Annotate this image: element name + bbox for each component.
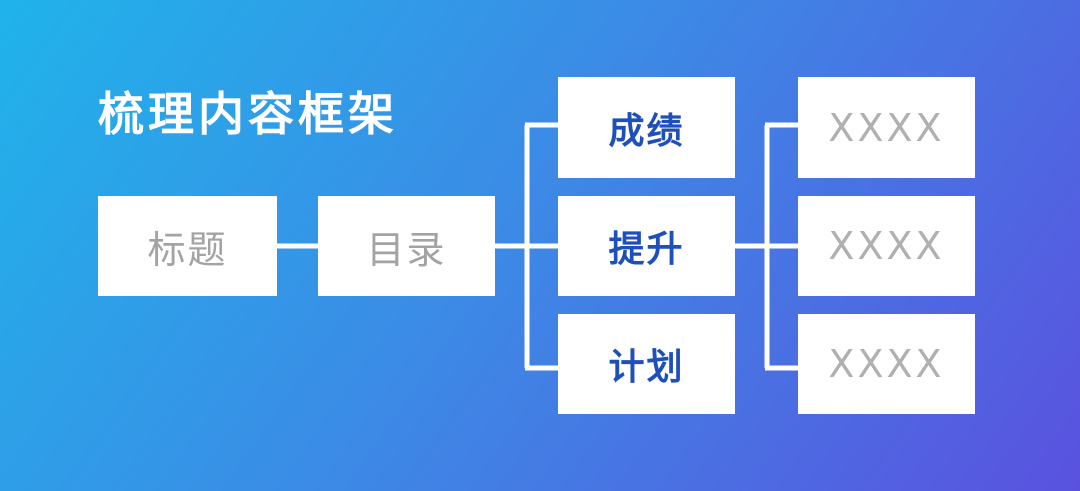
page-title: 梳理内容框架 [98,87,398,141]
node-root: 标题 [98,196,277,296]
node-toc: 目录 [318,196,495,296]
node-leaf-1: XXXX [798,77,975,178]
node-branch-3: 计划 [558,314,735,414]
node-leaf-2: XXXX [798,196,975,296]
node-branch-1: 成绩 [558,77,735,178]
node-branch-2: 提升 [558,196,735,296]
node-leaf-3: XXXX [798,314,975,414]
